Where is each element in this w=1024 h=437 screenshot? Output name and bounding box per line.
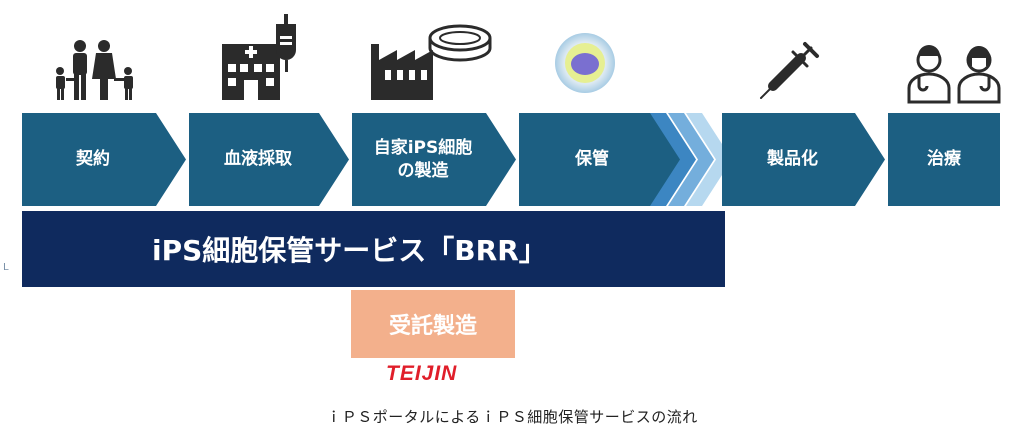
step-storage: 保管 [519, 113, 687, 206]
edge-mark: L [3, 262, 9, 273]
step-label: 血液採取 [224, 149, 292, 170]
service-bar: iPS細胞保管サービス「BRR」 [22, 211, 725, 287]
step-label: 自家iPS細胞 の製造 [373, 137, 473, 181]
factory-dish-icon [371, 24, 492, 100]
step-treatment: 治療 [888, 113, 1000, 206]
figure-caption: ｉＰＳポータルによるｉＰＳ細胞保管サービスの流れ [326, 408, 698, 426]
step-contract: 契約 [22, 113, 186, 206]
service-bar-label: iPS細胞保管サービス「BRR」 [152, 234, 547, 267]
cell-icon [555, 33, 615, 93]
step-label: 保管 [575, 149, 609, 170]
step-label: 契約 [76, 149, 110, 170]
hospital-iv-icon [222, 14, 296, 100]
doctors-icon [907, 45, 1001, 104]
contract-label: 受託製造 [388, 314, 477, 339]
step-label: 治療 [927, 149, 961, 170]
step-ips-manufacturing: 自家iPS細胞 の製造 [352, 113, 516, 206]
syringe-icon [760, 42, 819, 99]
step-blood-collection: 血液採取 [189, 113, 349, 206]
step-label: 製品化 [767, 149, 818, 170]
contract-manufacturing-box: 受託製造 [351, 290, 515, 358]
family-icon [56, 40, 133, 100]
step-productization: 製品化 [722, 113, 885, 206]
teijin-logo: TEIJIN [386, 362, 458, 385]
